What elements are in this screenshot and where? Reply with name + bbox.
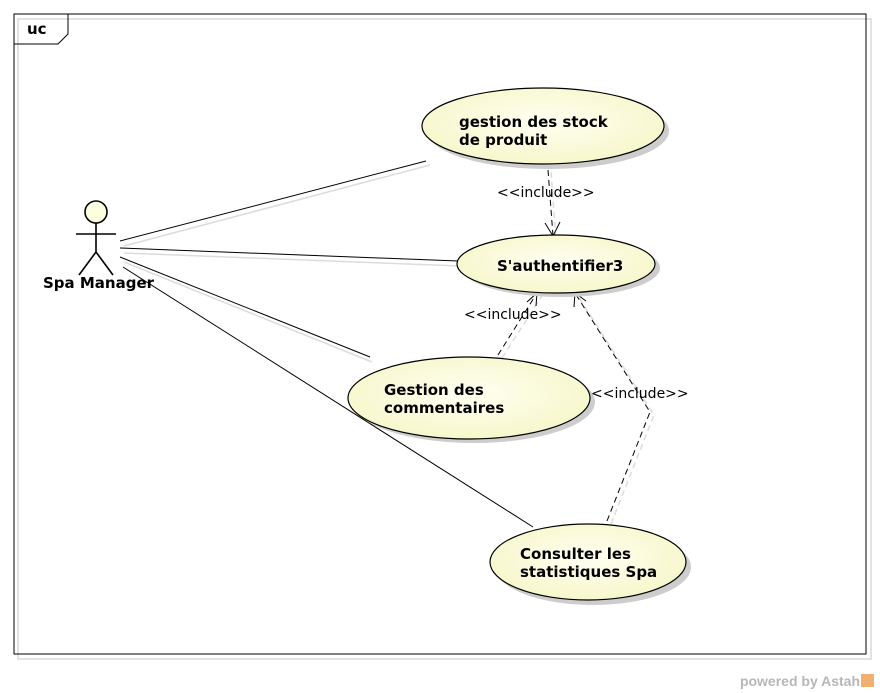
frame-shadow [17,18,872,660]
include-relations [497,169,655,525]
use-case-stock-shape [421,87,669,169]
use-case-auth-shape [456,234,660,297]
use-case-stock-label: gestion des stock de produit [459,113,608,149]
astah-logo-icon [861,674,874,687]
diagram-frame [13,13,867,655]
powered-by-footer: powered by Astah [740,673,874,689]
use-case-auth-label: S'authentifier3 [497,257,624,275]
actor-name: Spa Manager [43,274,155,292]
use-case-comments-label: Gestion des commentaires [384,381,505,417]
use-case-stats-label: Consulter les statistiques Spa [520,545,658,581]
include-label-comments: <<include>> [464,307,562,323]
frame-label-tab [14,14,69,45]
frame-label: uc [27,20,47,38]
actor-stick-figure [76,200,116,276]
association-lines [119,160,534,528]
include-label-stock: <<include>> [497,185,595,201]
include-label-stats: <<include>> [591,386,689,402]
use-case-stats-shape [489,523,691,605]
use-case-comments-shape [347,356,595,443]
footer-text: powered by Astah [739,673,860,689]
